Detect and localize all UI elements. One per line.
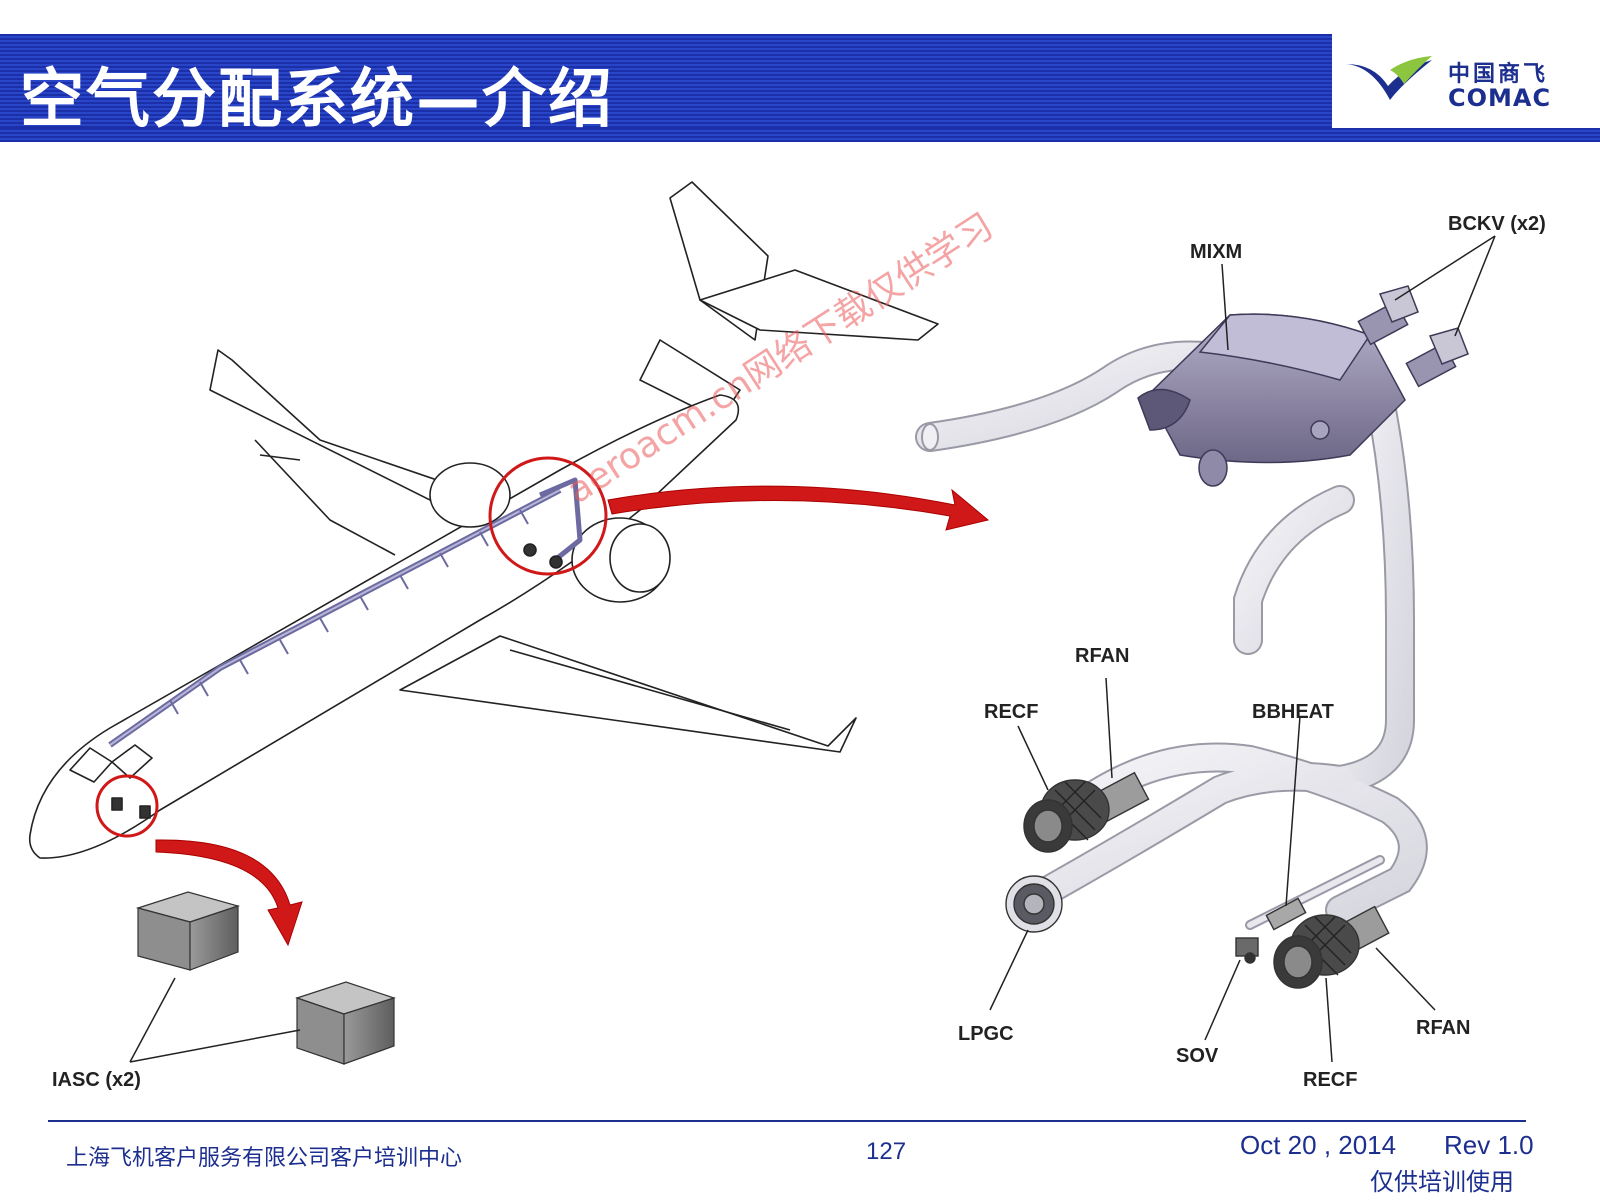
slide-header: 空气分配系统—介绍 中国商飞 COMAC (0, 34, 1600, 142)
fuselage (28, 394, 740, 859)
recirculation-fan-filters (1005, 771, 1390, 989)
comac-emblem-icon (1346, 56, 1432, 100)
component-leader-lines (989, 235, 1496, 1063)
footer-organization: 上海飞机客户服务有限公司客户培训中心 (66, 1146, 463, 1171)
label-recf-top: RECF (984, 701, 1038, 723)
comac-logo: 中国商飞 COMAC (1332, 34, 1600, 128)
mixer-highlight-circle (488, 456, 608, 576)
horizontal-stabilizer (699, 269, 939, 341)
label-rfan-bottom: RFAN (1416, 1017, 1470, 1039)
label-lpgc: LPGC (958, 1023, 1014, 1045)
label-recf-bottom: RECF (1303, 1069, 1357, 1091)
arrow-to-iasc-detail (155, 839, 303, 947)
logo-chinese-text: 中国商飞 (1448, 62, 1549, 87)
title-bar: 空气分配系统—介绍 (0, 34, 1332, 142)
mixer-unit (1137, 285, 1469, 487)
aircraft-illustration (28, 181, 939, 859)
arrow-to-mixer-detail (607, 485, 990, 531)
iasc-units (135, 891, 396, 1065)
footer-revision: Rev 1.0 (1444, 1130, 1534, 1160)
slide-title: 空气分配系统—介绍 (20, 63, 614, 137)
footer-training-note: 仅供培训使用 (1370, 1168, 1514, 1196)
page-number: 127 (866, 1138, 907, 1165)
iasc-leader-lines (129, 977, 301, 1063)
engine-upper (429, 462, 511, 528)
label-rfan-top: RFAN (1075, 645, 1129, 667)
iasc-highlight-circle (95, 774, 159, 838)
distribution-duct-assembly (915, 340, 1428, 930)
label-mixm: MIXM (1190, 241, 1242, 263)
label-iasc: IASC (x2) (52, 1069, 141, 1091)
footer-date: Oct 20 , 2014 (1240, 1130, 1397, 1160)
label-sov: SOV (1176, 1045, 1219, 1067)
label-bbheat: BBHEAT (1252, 701, 1334, 723)
air-distribution-diagram: MIXM BCKV (x2) RFAN RECF BBHEAT LPGC SOV… (28, 181, 1546, 1091)
logo-english-text: COMAC (1448, 84, 1552, 112)
footer-divider (48, 1120, 1526, 1122)
lower-wing (399, 635, 857, 753)
title-underline-strip (0, 128, 1600, 142)
label-bckv: BCKV (x2) (1448, 213, 1546, 235)
